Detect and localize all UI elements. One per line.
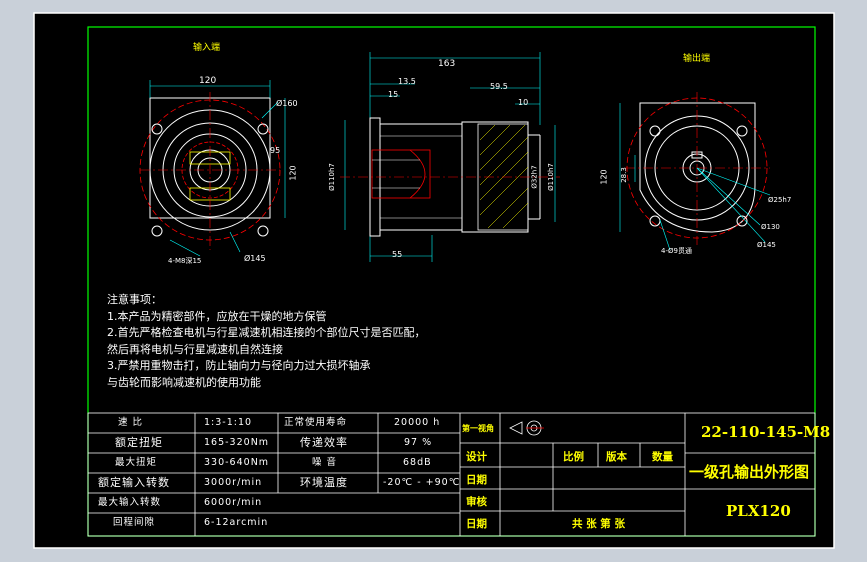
version-label: 版本 [606, 451, 627, 463]
view-angle-label: 第一视角 [462, 424, 494, 433]
dim-left-height: 120 [288, 165, 298, 181]
dim-left-circle: Ø160 [276, 99, 298, 108]
drawing-sheet [34, 13, 834, 548]
spec-label: 正常使用寿命 [284, 417, 348, 428]
spec-value: 6000r/min [204, 497, 263, 508]
spec-label: 噪 音 [312, 457, 338, 468]
dim-right-d3: Ø145 [757, 241, 776, 249]
model-number: PLX120 [726, 502, 791, 520]
dim-mid-d2: 15 [388, 90, 399, 99]
side-section-view [340, 52, 560, 262]
dim-mid-shaft: Ø32h7 [530, 165, 539, 189]
projection-symbol [509, 420, 544, 436]
spec-value: 330-640Nm [204, 457, 270, 468]
spec-value: 20000 h [394, 417, 441, 428]
notes-block: 注意事项： 1.本产品为精密部件，应放在干燥的地方保管 2.首先严格检查电机与行… [107, 292, 426, 391]
spec-value: 3000r/min [204, 477, 263, 488]
design-label: 设计 [466, 451, 487, 463]
spec-value: 97 % [404, 437, 433, 448]
dim-mid-out: Ø110h7 [546, 163, 555, 191]
spec-label: 回程间隙 [113, 517, 156, 528]
check-label: 审核 [466, 496, 487, 508]
date-label-2: 日期 [466, 518, 487, 530]
note-line: 然后再将电机与行星减速机自然连接 [107, 342, 283, 356]
note-line: 与齿轮而影响减速机的使用功能 [107, 375, 261, 389]
note-line: 3.严禁用重物击打，防止轴向力与径向力过大损坏轴承 [107, 359, 371, 372]
sheet-count: 共 张 第 张 [572, 518, 625, 530]
dim-mid-d1: 13.5 [398, 77, 416, 86]
dim-right-d: 28.3 [619, 167, 628, 183]
spec-value: 165-320Nm [204, 437, 270, 448]
quantity-label: 数量 [652, 451, 673, 463]
spec-label: 最大输入转数 [98, 497, 162, 508]
spec-table-grid [87, 412, 816, 537]
spec-label: 传递效率 [300, 436, 348, 449]
dim-mid-bore: Ø110h7 [327, 163, 336, 191]
note-line: 1.本产品为精密部件，应放在干燥的地方保管 [107, 309, 327, 323]
drawing-title: 一级孔输出外形图 [689, 463, 810, 481]
dim-right-holes: 4-Ø9贯通 [661, 247, 692, 255]
spec-value: -20℃ - +90℃ [383, 477, 461, 488]
spec-label: 速 比 [118, 417, 144, 428]
spec-label: 额定输入转数 [98, 476, 170, 489]
spec-label: 额定扭矩 [115, 436, 163, 449]
spec-value: 1:3-1:10 [204, 417, 253, 428]
scale-label: 比例 [563, 451, 584, 463]
output-end-label: 输出端 [683, 54, 711, 64]
input-end-view [139, 80, 286, 257]
dim-mid-d5: 55 [392, 250, 403, 259]
dim-mid-d3: 59.5 [490, 82, 508, 91]
spec-label: 环境温度 [300, 476, 348, 489]
dim-right-key: Ø25h7 [768, 196, 792, 204]
dim-left-pcd: 95 [270, 146, 281, 155]
dim-mid-d4: 10 [518, 98, 529, 107]
dim-left-holes: 4-M8深15 [168, 257, 202, 265]
dim-right-height: 120 [599, 169, 609, 185]
part-number: 22-110-145-M8 [701, 423, 831, 441]
dim-left-width: 120 [199, 76, 217, 86]
spec-label: 最大扭矩 [115, 457, 158, 468]
output-end-view [619, 92, 771, 251]
dim-left-diag: Ø145 [244, 254, 266, 263]
notes-heading: 注意事项： [107, 293, 162, 306]
dim-right-d2: Ø130 [761, 223, 780, 231]
outer-frame [33, 12, 835, 549]
input-end-label: 输入端 [193, 43, 221, 53]
spec-value: 68dB [403, 457, 432, 468]
spec-value: 6-12arcmin [204, 517, 269, 528]
dim-mid-total: 163 [438, 59, 456, 69]
note-line: 2.首先严格检查电机与行星减速机相连接的个部位尺寸是否匹配， [107, 326, 426, 339]
date-label-1: 日期 [466, 474, 487, 486]
